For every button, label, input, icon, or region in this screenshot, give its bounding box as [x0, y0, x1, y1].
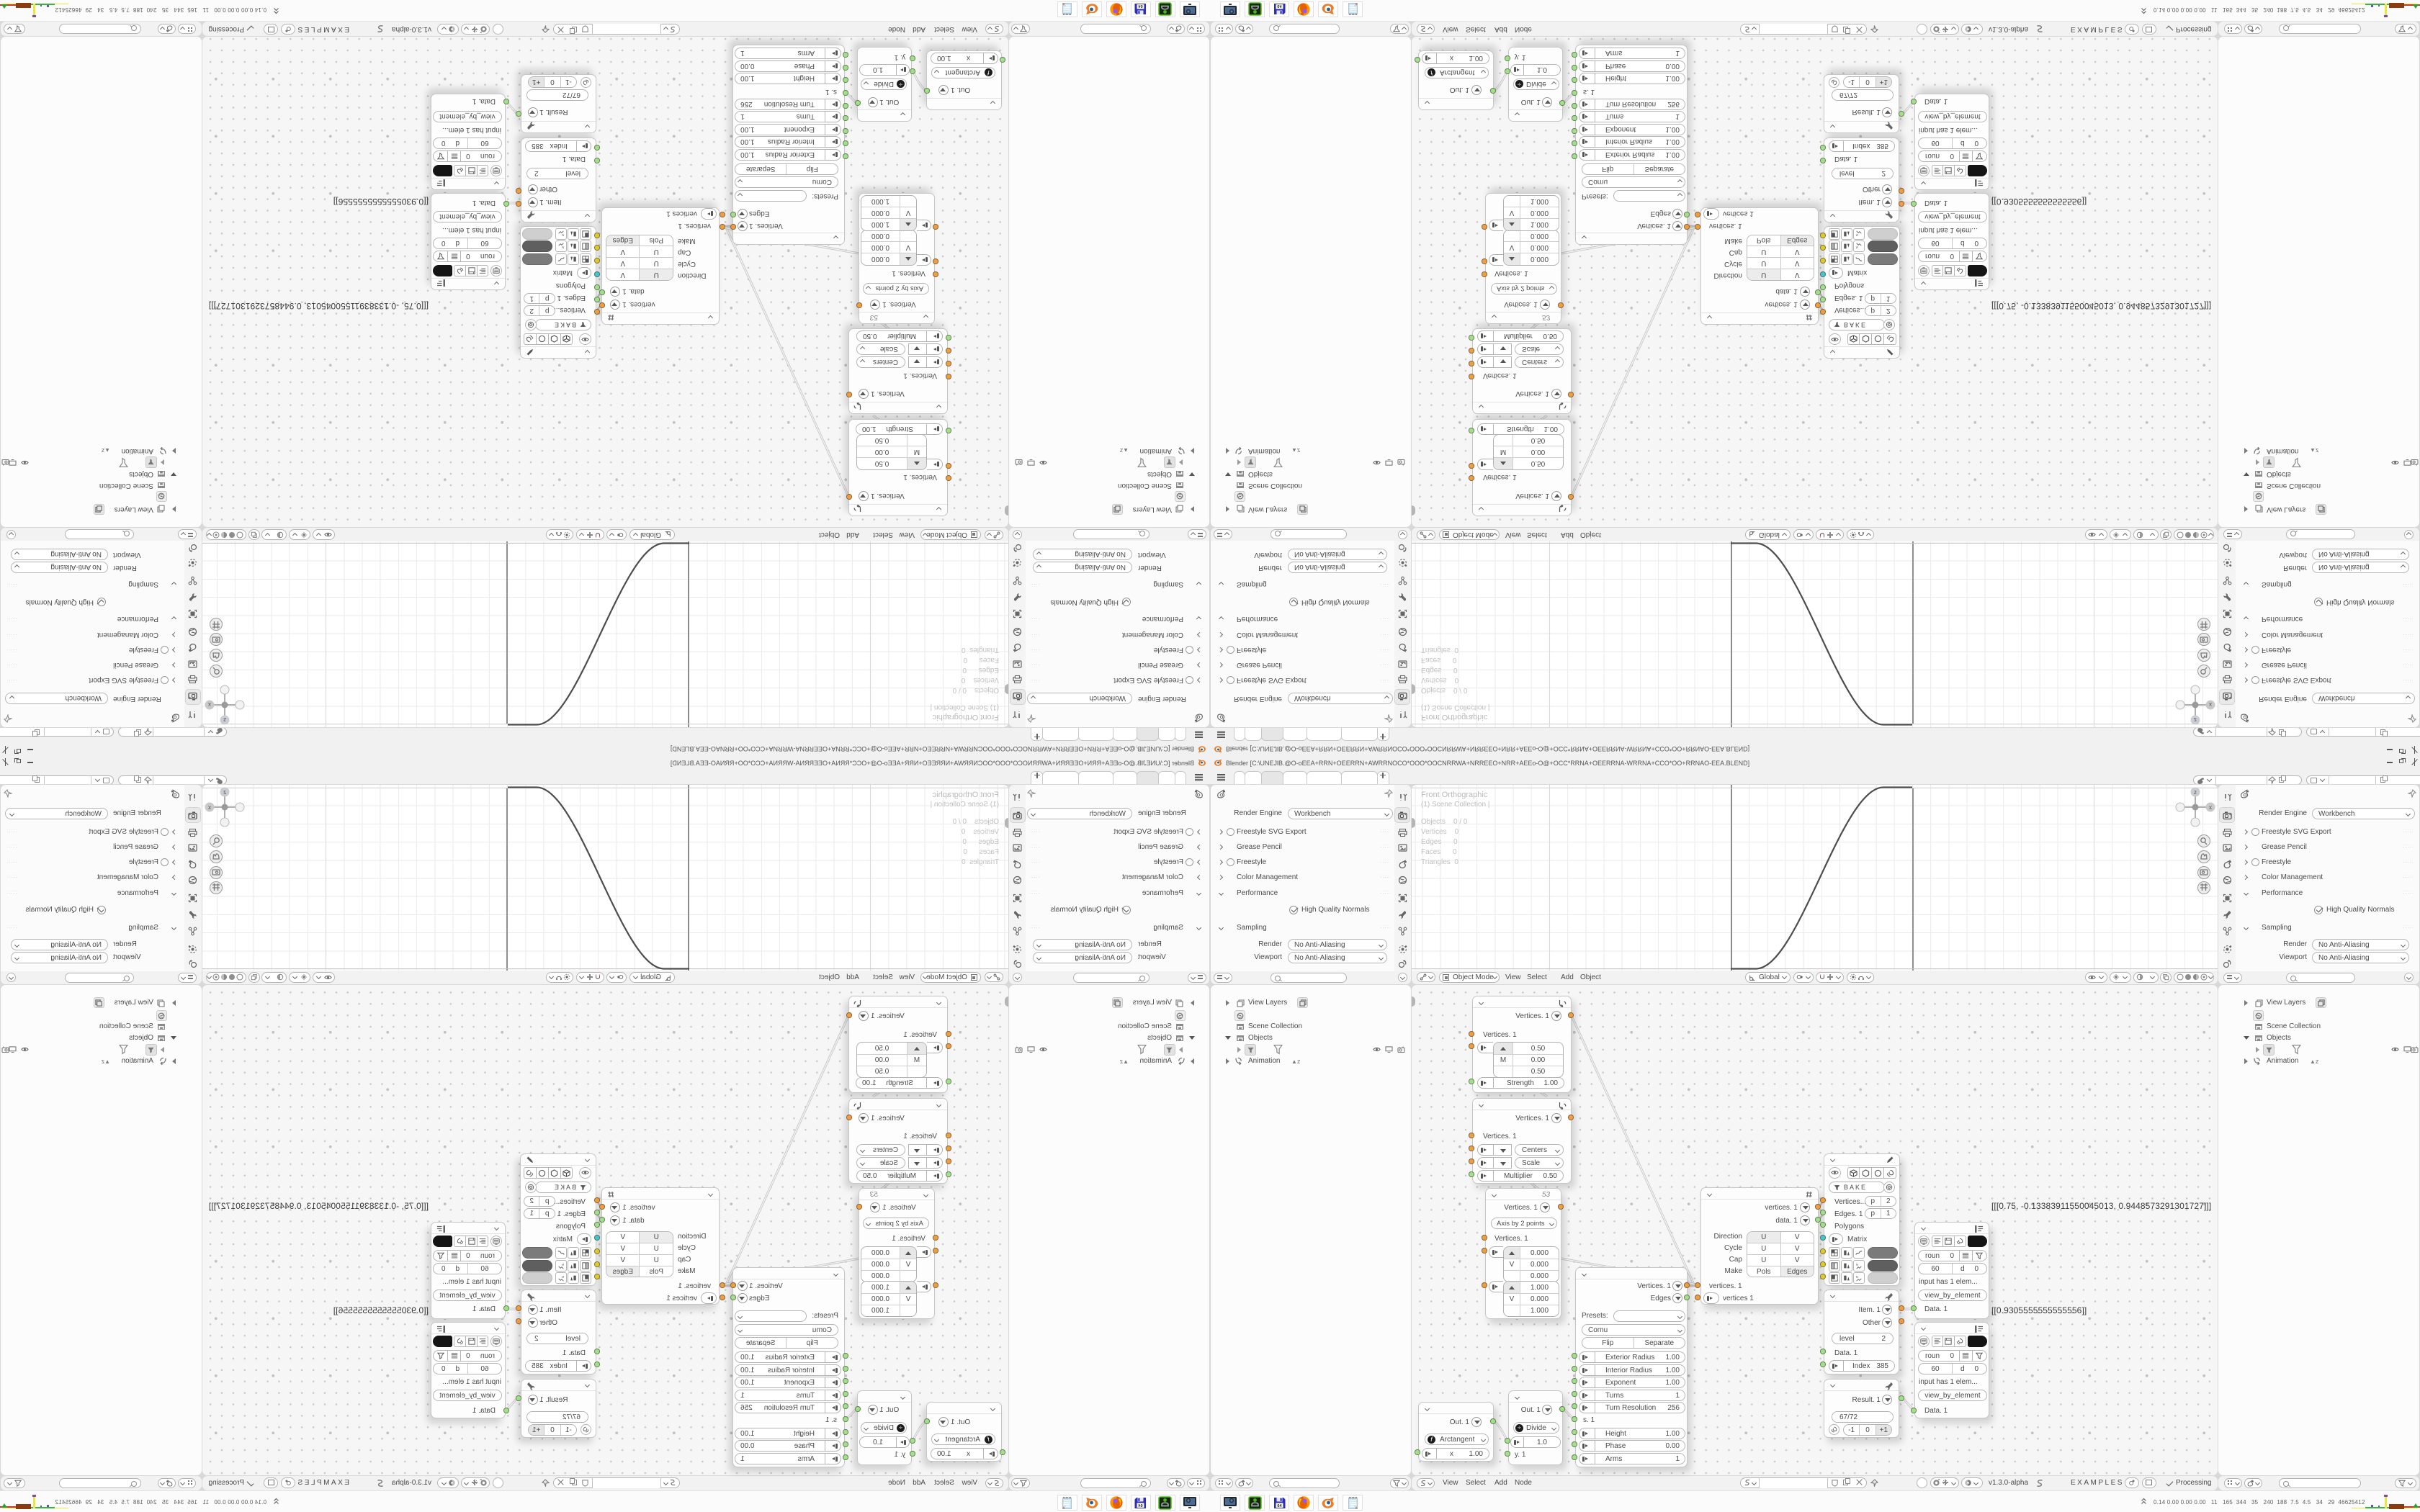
svg-text:N: N [562, 246, 564, 249]
svg-text:x: x [208, 804, 211, 811]
svg-text:64: 64 [1277, 1503, 1282, 1508]
svg-text:z: z [223, 789, 226, 796]
svg-text:x: x [208, 701, 211, 708]
svg-text:64: 64 [1138, 1503, 1143, 1508]
svg-text:64: 64 [1277, 4, 1282, 9]
svg-text:x: x [2209, 701, 2212, 708]
svg-text:N: N [562, 233, 564, 237]
svg-text:N: N [1856, 233, 1858, 237]
svg-text:x: x [2209, 804, 2212, 811]
svg-text:N: N [1856, 1275, 1858, 1279]
svg-text:z: z [223, 716, 226, 723]
svg-text:N: N [1856, 246, 1858, 249]
svg-text:N: N [1856, 1263, 1858, 1266]
svg-text:64: 64 [1138, 4, 1143, 9]
svg-text:z: z [2194, 789, 2197, 796]
svg-text:z: z [2194, 716, 2197, 723]
svg-text:N: N [562, 1275, 564, 1279]
svg-text:N: N [562, 1263, 564, 1266]
